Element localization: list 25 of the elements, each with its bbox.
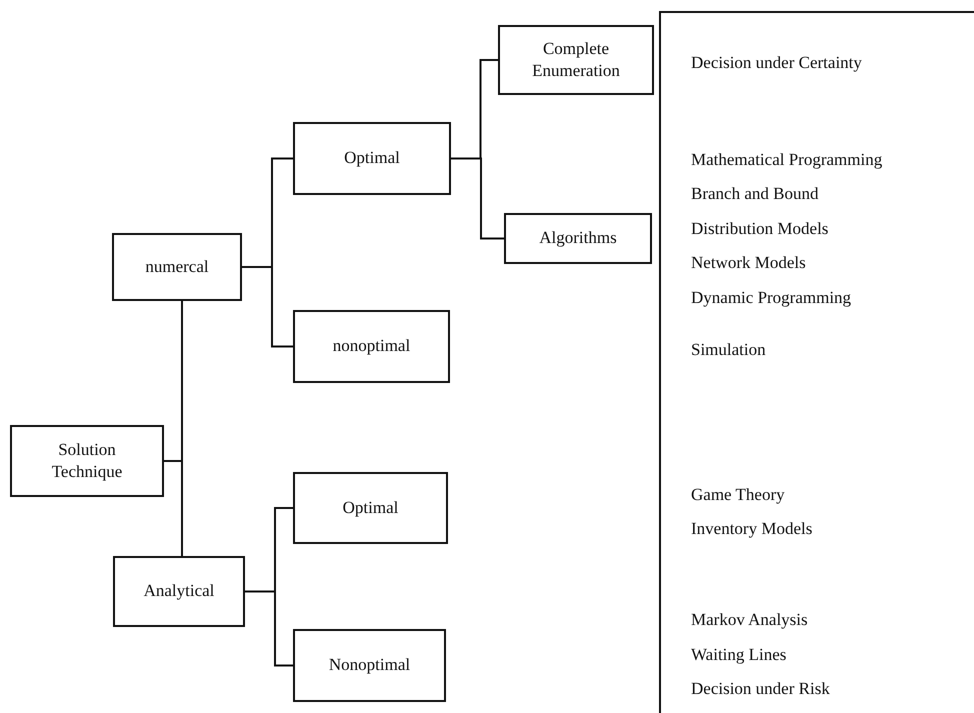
technique-label: Distribution Models xyxy=(691,219,828,239)
category-box: Optimal xyxy=(293,122,451,195)
connector-line xyxy=(451,158,504,240)
technique-label: Branch and Bound xyxy=(691,184,818,204)
technique-label: Game Theory xyxy=(691,485,785,505)
category-box: Solution Technique xyxy=(10,425,164,497)
technique-label: Inventory Models xyxy=(691,519,812,539)
category-box: numercal xyxy=(112,233,242,301)
technique-label: Markov Analysis xyxy=(691,610,808,630)
category-box: nonoptimal xyxy=(293,310,450,383)
technique-label: Decision under Certainty xyxy=(691,53,862,73)
category-box: Nonoptimal xyxy=(293,629,446,702)
technique-label: Waiting Lines xyxy=(691,645,786,665)
category-box: Optimal xyxy=(293,472,448,544)
technique-label: Network Models xyxy=(691,253,806,273)
technique-label: Simulation xyxy=(691,340,766,360)
category-box: Algorithms xyxy=(504,213,652,264)
category-box: Analytical xyxy=(113,556,245,627)
connector-line xyxy=(164,460,183,556)
technique-label: Mathematical Programming xyxy=(691,150,882,170)
category-box: Complete Enumeration xyxy=(498,25,654,95)
connector-line xyxy=(245,590,293,666)
technique-label: Decision under Risk xyxy=(691,679,830,699)
technique-label: Dynamic Programming xyxy=(691,288,852,308)
connector-line xyxy=(242,266,293,348)
